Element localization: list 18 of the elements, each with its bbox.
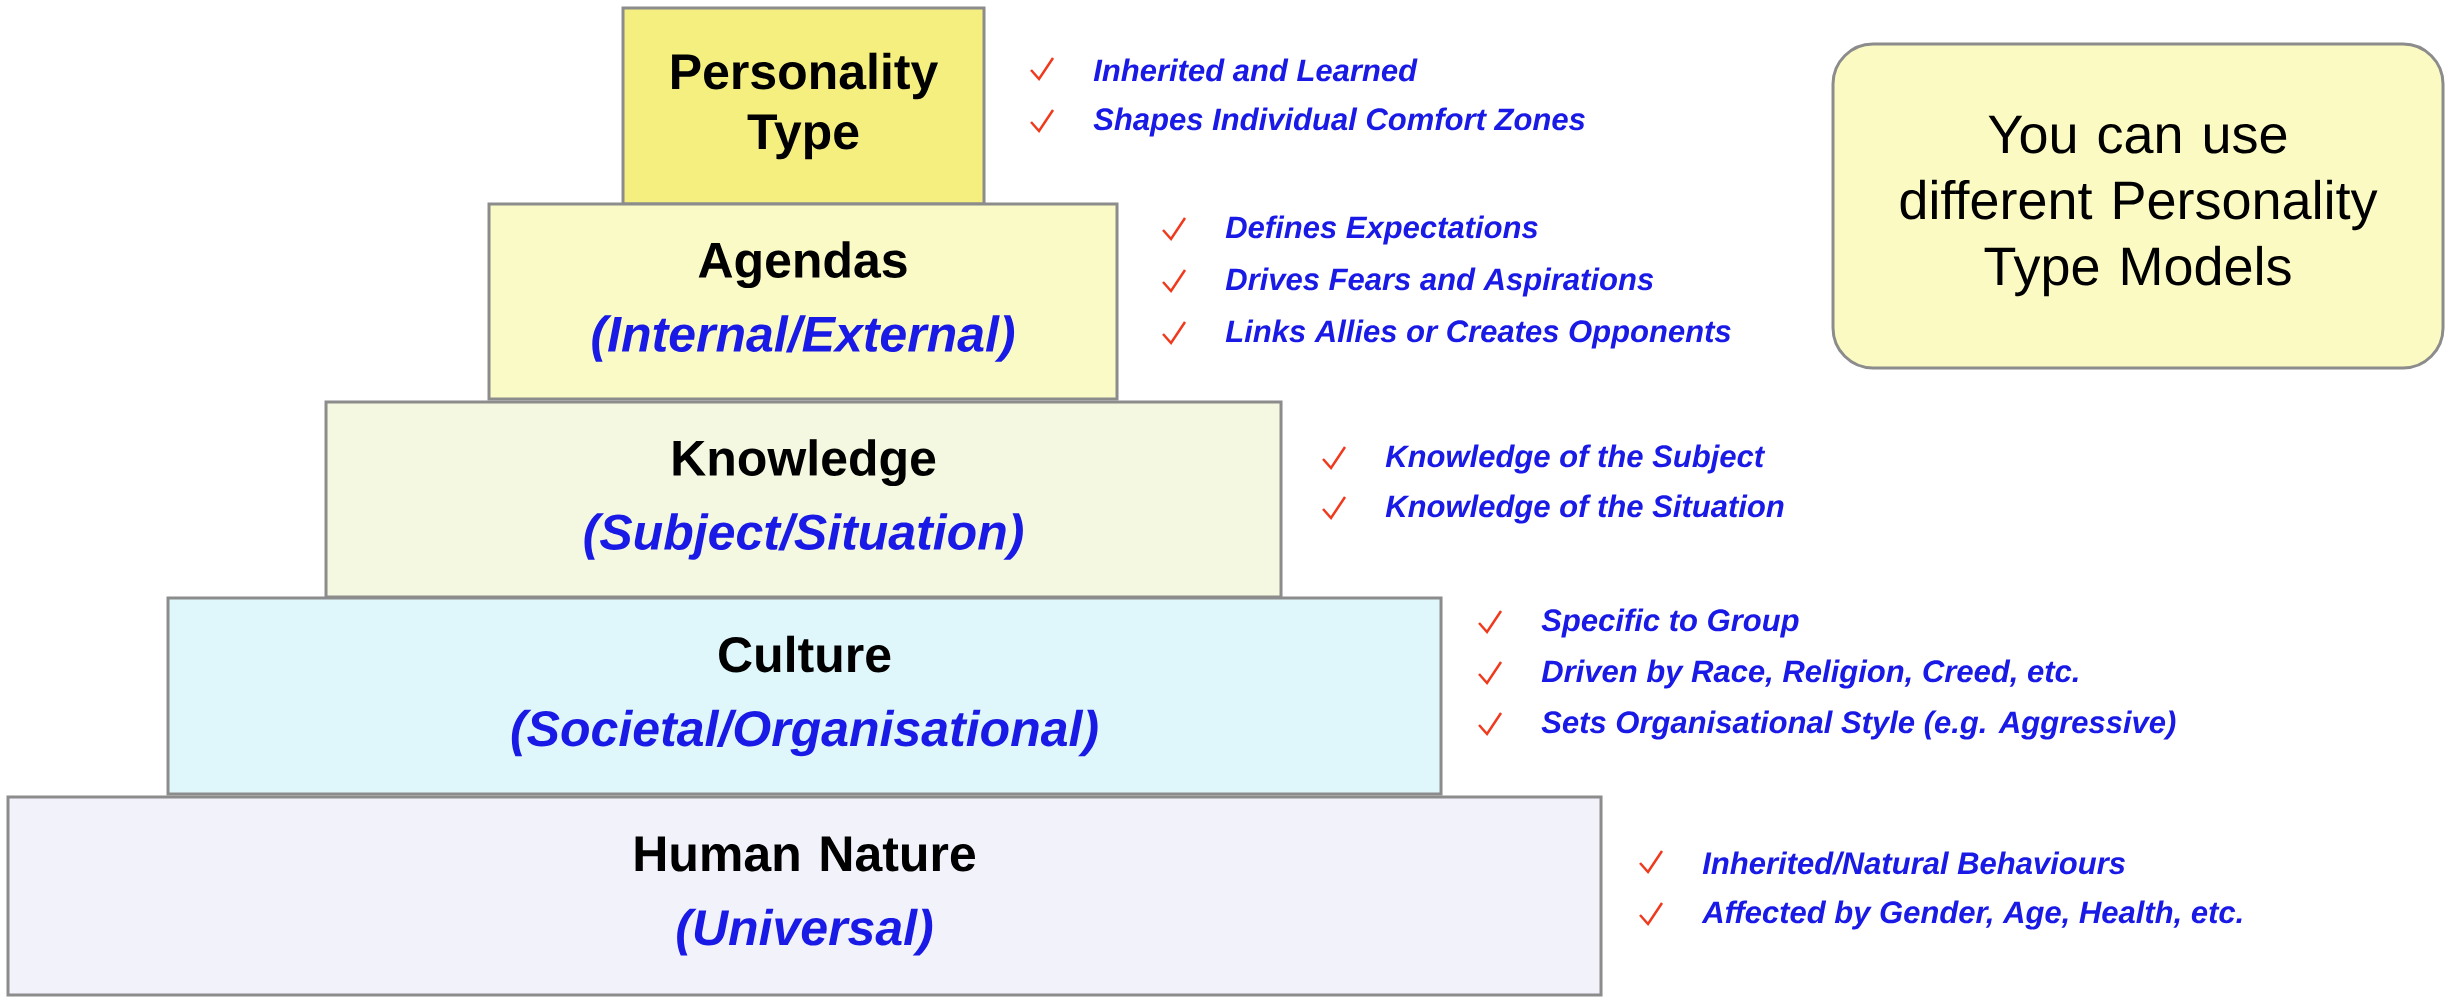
bullet-text: Inherited/Natural Behaviours: [1702, 851, 2125, 875]
bullet-text: Inherited and Learned: [1093, 58, 1418, 82]
bullet-text: Shapes Individual Comfort Zones: [1093, 107, 1585, 137]
tier-box: Human Nature (Universal): [6, 795, 1603, 997]
tier-box: Personality Type: [621, 6, 986, 206]
bullet-text: Affected by Gender, Age, Health, etc.: [1701, 900, 2242, 930]
bullet-text: Driven by Race, Religion, Creed, etc.: [1541, 659, 2078, 689]
bullet-text: Links Allies or Creates Opponents: [1225, 319, 1731, 349]
bullet-text: Knowledge of the Situation: [1385, 494, 1784, 524]
tier-box: Agendas (Internal/External): [487, 202, 1119, 401]
tier-box: Knowledge (Subject/Situation): [324, 400, 1283, 599]
bullet-text: Drives Fears and Aspirations: [1225, 267, 1654, 297]
bullet-text: Knowledge of the Subject: [1385, 444, 1766, 474]
tier-box: Culture (Societal/Organisational): [166, 596, 1443, 796]
bullet-text: Specific to Group: [1541, 608, 1799, 638]
bullet-text: Sets Organisational Style (e.g. Aggressive): [1541, 710, 2176, 740]
callout-box: You can use different Personality Type Models: [1831, 42, 2445, 370]
bullet-text: Defines Expectations: [1225, 215, 1538, 245]
